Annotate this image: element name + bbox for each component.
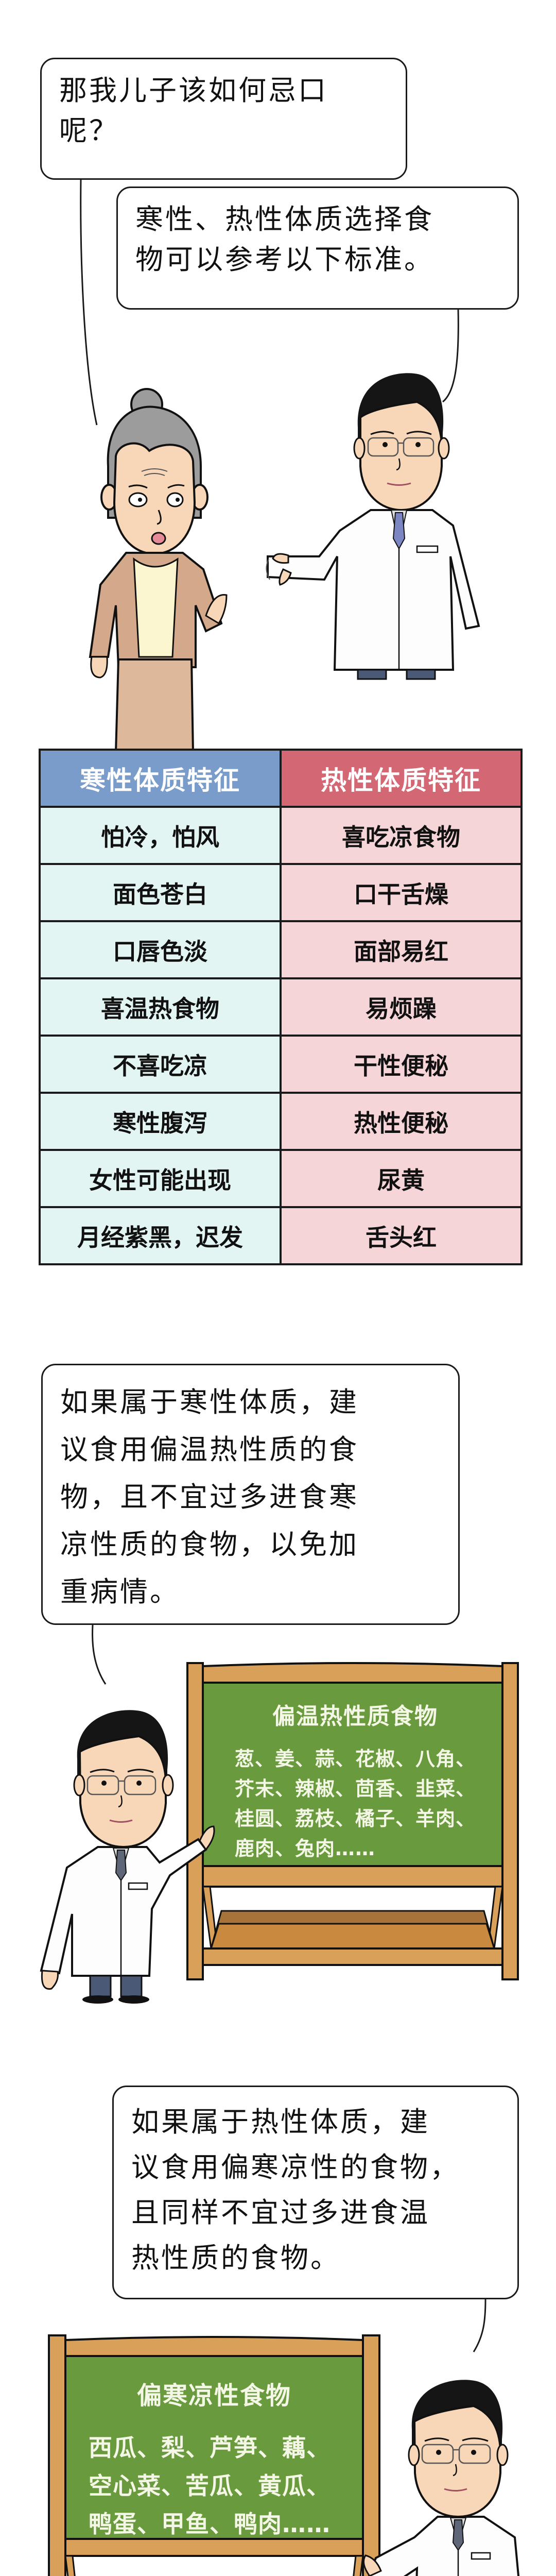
cold-trait-cell: 月经紫黑，迟发: [39, 1206, 282, 1265]
chalkboard-content: 偏寒凉性食物 西瓜、梨、芦笋、藕、 空心菜、苦瓜、黄瓜、 鸭蛋、甲鱼、鸭肉……: [65, 2375, 363, 2543]
table-row: 怕冷，怕风 喜吃凉食物: [39, 806, 523, 865]
speech-bubble-doctor: 寒性、热性体质选择食 物可以参考以下标准。: [116, 187, 519, 310]
bubble-line: 议食用偏寒凉性的食物，: [131, 2151, 460, 2183]
food-list-line: 桂圆、荔枝、橘子、羊肉、: [235, 1807, 476, 1830]
table-row: 口唇色淡 面部易红: [39, 920, 523, 979]
hot-trait-cell: 口干舌燥: [280, 863, 523, 922]
chalkboard-easel: [186, 1662, 519, 1980]
cold-trait-cell: 喜温热食物: [39, 977, 282, 1037]
table-header-row: 寒性体质特征 热性体质特征: [39, 749, 523, 808]
chalkboard-easel: [48, 2334, 380, 2576]
hot-trait-cell: 热性便秘: [280, 1092, 523, 1151]
chalkboard-title: 偏寒凉性食物: [136, 2381, 291, 2410]
doctor-illustration: [40, 1710, 215, 2004]
bubble-line: 物可以参考以下标准。: [135, 243, 434, 276]
cold-trait-cell: 面色苍白: [39, 863, 282, 922]
header-cold-constitution: 寒性体质特征: [39, 749, 282, 808]
bubble-tail: [473, 2299, 486, 2352]
bubble-tail-grandma: [80, 179, 459, 426]
cold-trait-cell: 口唇色淡: [39, 920, 282, 979]
hot-trait-cell: 舌头红: [280, 1206, 523, 1265]
hot-trait-cell: 尿黄: [280, 1149, 523, 1208]
speech-bubble-doctor: 如果属于热性体质，建 议食用偏寒凉性的食物， 且同样不宜过多进食温 热性质的食物…: [112, 2086, 519, 2299]
grandma-illustration: [89, 388, 228, 679]
food-list: 葱、姜、蒜、花椒、八角、 芥末、辣椒、茴香、韭菜、 桂圆、荔枝、橘子、羊肉、 鹿…: [206, 1744, 505, 1863]
bubble-line: 那我儿子该如何忌口: [59, 74, 328, 107]
chalkboard-title: 偏温热性质食物: [272, 1703, 438, 1730]
doctor-illustration: [362, 2380, 520, 2576]
hot-trait-cell: 面部易红: [280, 920, 523, 979]
constitution-comparison-table: 寒性体质特征 热性体质特征 怕冷，怕风 喜吃凉食物 面色苍白 口干舌燥 口唇色淡…: [39, 749, 523, 1265]
food-list-line: 鸭蛋、甲鱼、鸭肉……: [89, 2510, 331, 2538]
cold-trait-cell: 怕冷，怕风: [39, 806, 282, 865]
speech-bubble-doctor: 如果属于寒性体质，建 议食用偏温热性质的食 物，且不宜过多进食寒 凉性质的食物，…: [41, 1364, 460, 1625]
cold-trait-cell: 女性可能出现: [39, 1149, 282, 1208]
cold-trait-cell: 不喜吃凉: [39, 1035, 282, 1094]
food-list-line: 西瓜、梨、芦笋、藕、: [89, 2434, 331, 2462]
doctor-illustration: [266, 373, 480, 680]
hot-trait-cell: 易烦躁: [280, 977, 523, 1037]
bubble-line: 物，且不宜过多进食寒: [60, 1481, 359, 1513]
food-list-line: 芥末、辣椒、茴香、韭菜、: [235, 1777, 476, 1800]
bubble-line: 凉性质的食物，以免加: [60, 1528, 359, 1561]
food-list: 西瓜、梨、芦笋、藕、 空心菜、苦瓜、黄瓜、 鸭蛋、甲鱼、鸭肉……: [65, 2429, 363, 2543]
chalkboard-content: 偏温热性质食物 葱、姜、蒜、花椒、八角、 芥末、辣椒、茴香、韭菜、 桂圆、荔枝、…: [206, 1698, 505, 1863]
table-row: 月经紫黑，迟发 舌头红: [39, 1206, 523, 1265]
bubble-line: 如果属于热性体质，建: [131, 2106, 430, 2138]
table-row: 寒性腹泻 热性便秘: [39, 1092, 523, 1151]
table-row: 面色苍白 口干舌燥: [39, 863, 523, 922]
food-list-line: 鹿肉、兔肉……: [235, 1837, 376, 1860]
bubble-line: 且同样不宜过多进食温: [131, 2196, 430, 2229]
cold-trait-cell: 寒性腹泻: [39, 1092, 282, 1151]
bubble-line: 重病情。: [60, 1575, 180, 1608]
bubble-line: 议食用偏温热性质的食: [60, 1433, 359, 1466]
bubble-tail: [92, 1624, 107, 1685]
food-list-line: 空心菜、苦瓜、黄瓜、: [89, 2472, 331, 2500]
bubble-line: 如果属于寒性体质，建: [60, 1386, 359, 1418]
hot-trait-cell: 喜吃凉食物: [280, 806, 523, 865]
table-row: 喜温热食物 易烦躁: [39, 977, 523, 1037]
bubble-line: 寒性、热性体质选择食: [135, 203, 434, 235]
speech-bubble-grandma: 那我儿子该如何忌口 呢？: [40, 58, 407, 180]
table-row: 女性可能出现 尿黄: [39, 1149, 523, 1208]
table-row: 不喜吃凉 干性便秘: [39, 1035, 523, 1094]
bubble-line: 呢？: [59, 114, 119, 147]
bubble-line: 热性质的食物。: [131, 2242, 340, 2274]
header-hot-constitution: 热性体质特征: [280, 749, 523, 808]
food-list-line: 葱、姜、蒜、花椒、八角、: [235, 1748, 476, 1770]
hot-trait-cell: 干性便秘: [280, 1035, 523, 1094]
